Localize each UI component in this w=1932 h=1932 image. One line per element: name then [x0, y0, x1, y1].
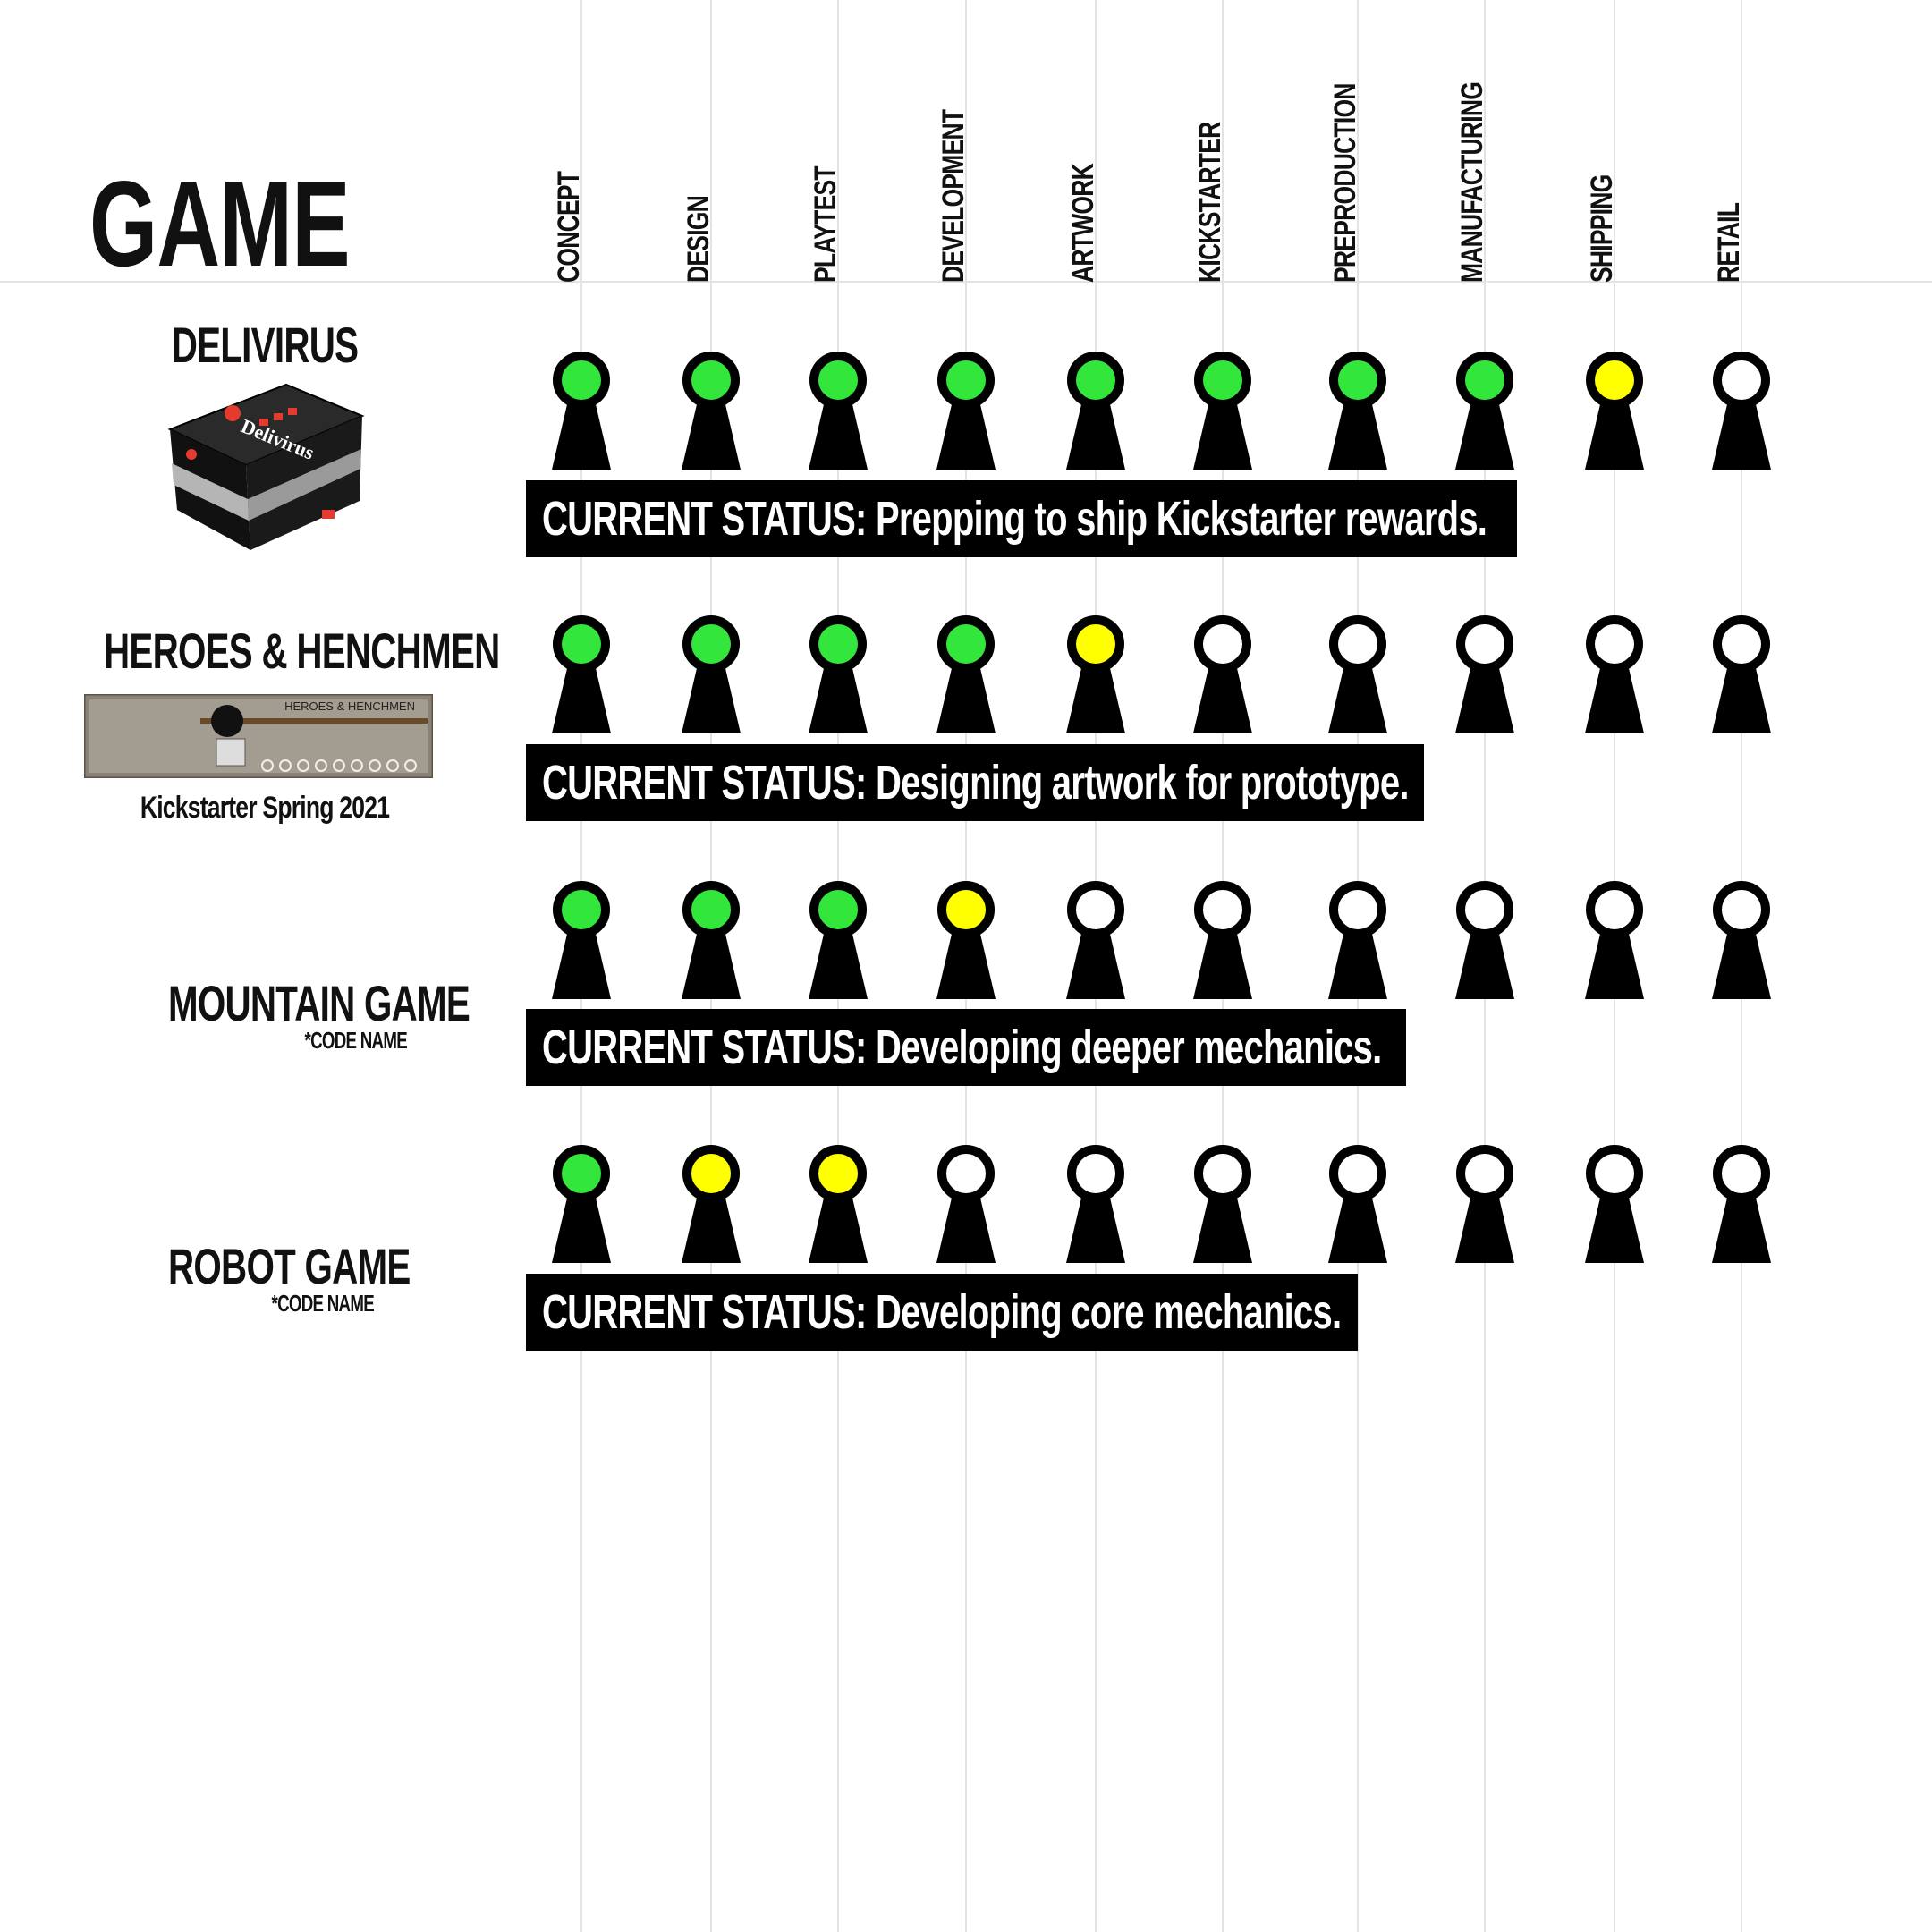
stage-marker-preproduction [1328, 615, 1387, 733]
stage-marker-artwork [1066, 615, 1125, 733]
stage-marker-retail [1712, 615, 1771, 733]
page-title: GAME [89, 156, 351, 292]
stage-marker-manufacturing [1455, 352, 1514, 470]
status-text-heroes-henchmen: CURRENT STATUS: Designing artwork for pr… [542, 756, 1409, 809]
stage-marker-development [936, 615, 996, 733]
stage-marker-kickstarter [1193, 881, 1252, 999]
stage-marker-design [682, 1145, 741, 1263]
code-name-mountain: *CODE NAME [304, 1027, 408, 1054]
status-text-robot: CURRENT STATUS: Developing core mechanic… [542, 1285, 1342, 1339]
stage-marker-playtest [809, 881, 868, 999]
stage-marker-development [936, 1145, 996, 1263]
stage-marker-manufacturing [1455, 1145, 1514, 1263]
stage-marker-shipping [1585, 352, 1644, 470]
stage-marker-retail [1712, 352, 1771, 470]
stage-marker-design [682, 352, 741, 470]
stage-marker-playtest [809, 352, 868, 470]
stage-marker-preproduction [1328, 352, 1387, 470]
stage-marker-preproduction [1328, 1145, 1387, 1263]
stage-marker-concept [552, 352, 611, 470]
stage-marker-shipping [1585, 881, 1644, 999]
stage-marker-kickstarter [1193, 615, 1252, 733]
stage-marker-kickstarter [1193, 352, 1252, 470]
stage-marker-design [682, 615, 741, 733]
stage-marker-playtest [809, 1145, 868, 1263]
status-bar-mountain: CURRENT STATUS: Developing deeper mechan… [526, 1009, 1406, 1086]
delivirus-box-image: Delivirus [167, 383, 365, 550]
stage-marker-concept [552, 881, 611, 999]
heroes-henchmen-board-image: HEROES & HENCHMEN [84, 694, 433, 778]
status-bar-robot: CURRENT STATUS: Developing core mechanic… [526, 1274, 1358, 1351]
stage-marker-shipping [1585, 615, 1644, 733]
stage-marker-playtest [809, 615, 868, 733]
stage-marker-artwork [1066, 1145, 1125, 1263]
stage-marker-manufacturing [1455, 615, 1514, 733]
stage-marker-development [936, 352, 996, 470]
game-name-delivirus: DELIVIRUS [171, 317, 359, 373]
stage-marker-retail [1712, 1145, 1771, 1263]
stage-marker-preproduction [1328, 881, 1387, 999]
status-text-mountain: CURRENT STATUS: Developing deeper mechan… [542, 1021, 1382, 1074]
stage-marker-development [936, 881, 996, 999]
stage-marker-retail [1712, 881, 1771, 999]
stage-marker-design [682, 881, 741, 999]
status-bar-delivirus: CURRENT STATUS: Prepping to ship Kicksta… [526, 480, 1517, 557]
stage-marker-shipping [1585, 1145, 1644, 1263]
stage-marker-manufacturing [1455, 881, 1514, 999]
stage-marker-concept [552, 615, 611, 733]
stage-marker-artwork [1066, 881, 1125, 999]
stage-marker-concept [552, 1145, 611, 1263]
kickstarter-note: Kickstarter Spring 2021 [140, 791, 390, 825]
stage-marker-artwork [1066, 352, 1125, 470]
code-name-robot: *CODE NAME [271, 1290, 375, 1317]
status-bar-heroes-henchmen: CURRENT STATUS: Designing artwork for pr… [526, 744, 1424, 821]
board-logo-text: HEROES & HENCHMEN [284, 699, 415, 713]
stage-marker-kickstarter [1193, 1145, 1252, 1263]
status-text-delivirus: CURRENT STATUS: Prepping to ship Kicksta… [542, 492, 1487, 546]
